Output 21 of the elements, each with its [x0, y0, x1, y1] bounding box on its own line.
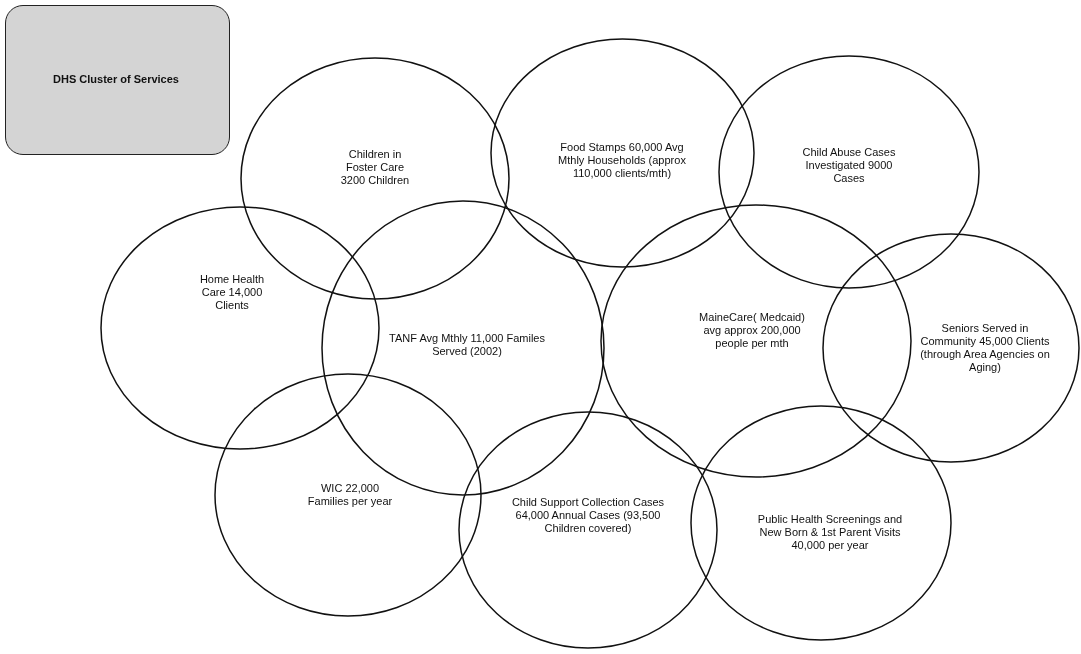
- service-label: Child Support Collection Cases 64,000 Annual Cases (93,500 Children covered): [510, 495, 666, 535]
- service-circle: [600, 204, 912, 478]
- service-label: Child Abuse Cases Investigated 9000 Cases: [801, 145, 897, 185]
- service-label: Home Health Care 14,000 Clients: [198, 272, 266, 312]
- service-label: Seniors Served in Community 45,000 Clients (through Area Agencies on Aging): [920, 322, 1050, 374]
- service-label: Children in Foster Care 3200 Children: [339, 147, 411, 187]
- service-label: MaineCare( Medcaid) avg approx 200,000 people per mth: [698, 310, 806, 350]
- heading-box: [5, 5, 230, 155]
- service-label: TANF Avg Mthly 11,000 Familes Served (2002): [388, 332, 546, 358]
- service-circle: [214, 373, 482, 617]
- service-circle: [100, 206, 380, 450]
- service-label: Public Health Screenings and New Born & 1st Parent Visits 40,000 per year: [756, 512, 904, 552]
- service-circle: [458, 411, 718, 649]
- service-label: Food Stamps 60,000 Avg Mthly Households (approx 110,000 clients/mth): [557, 140, 687, 180]
- service-circle: [690, 405, 952, 641]
- service-label: WIC 22,000 Families per year: [306, 482, 394, 508]
- service-circle: [822, 233, 1080, 463]
- service-circle: [321, 200, 605, 496]
- service-circle: [718, 55, 980, 289]
- service-circle: [490, 38, 755, 268]
- heading-text: DHS Cluster of Services: [52, 72, 180, 86]
